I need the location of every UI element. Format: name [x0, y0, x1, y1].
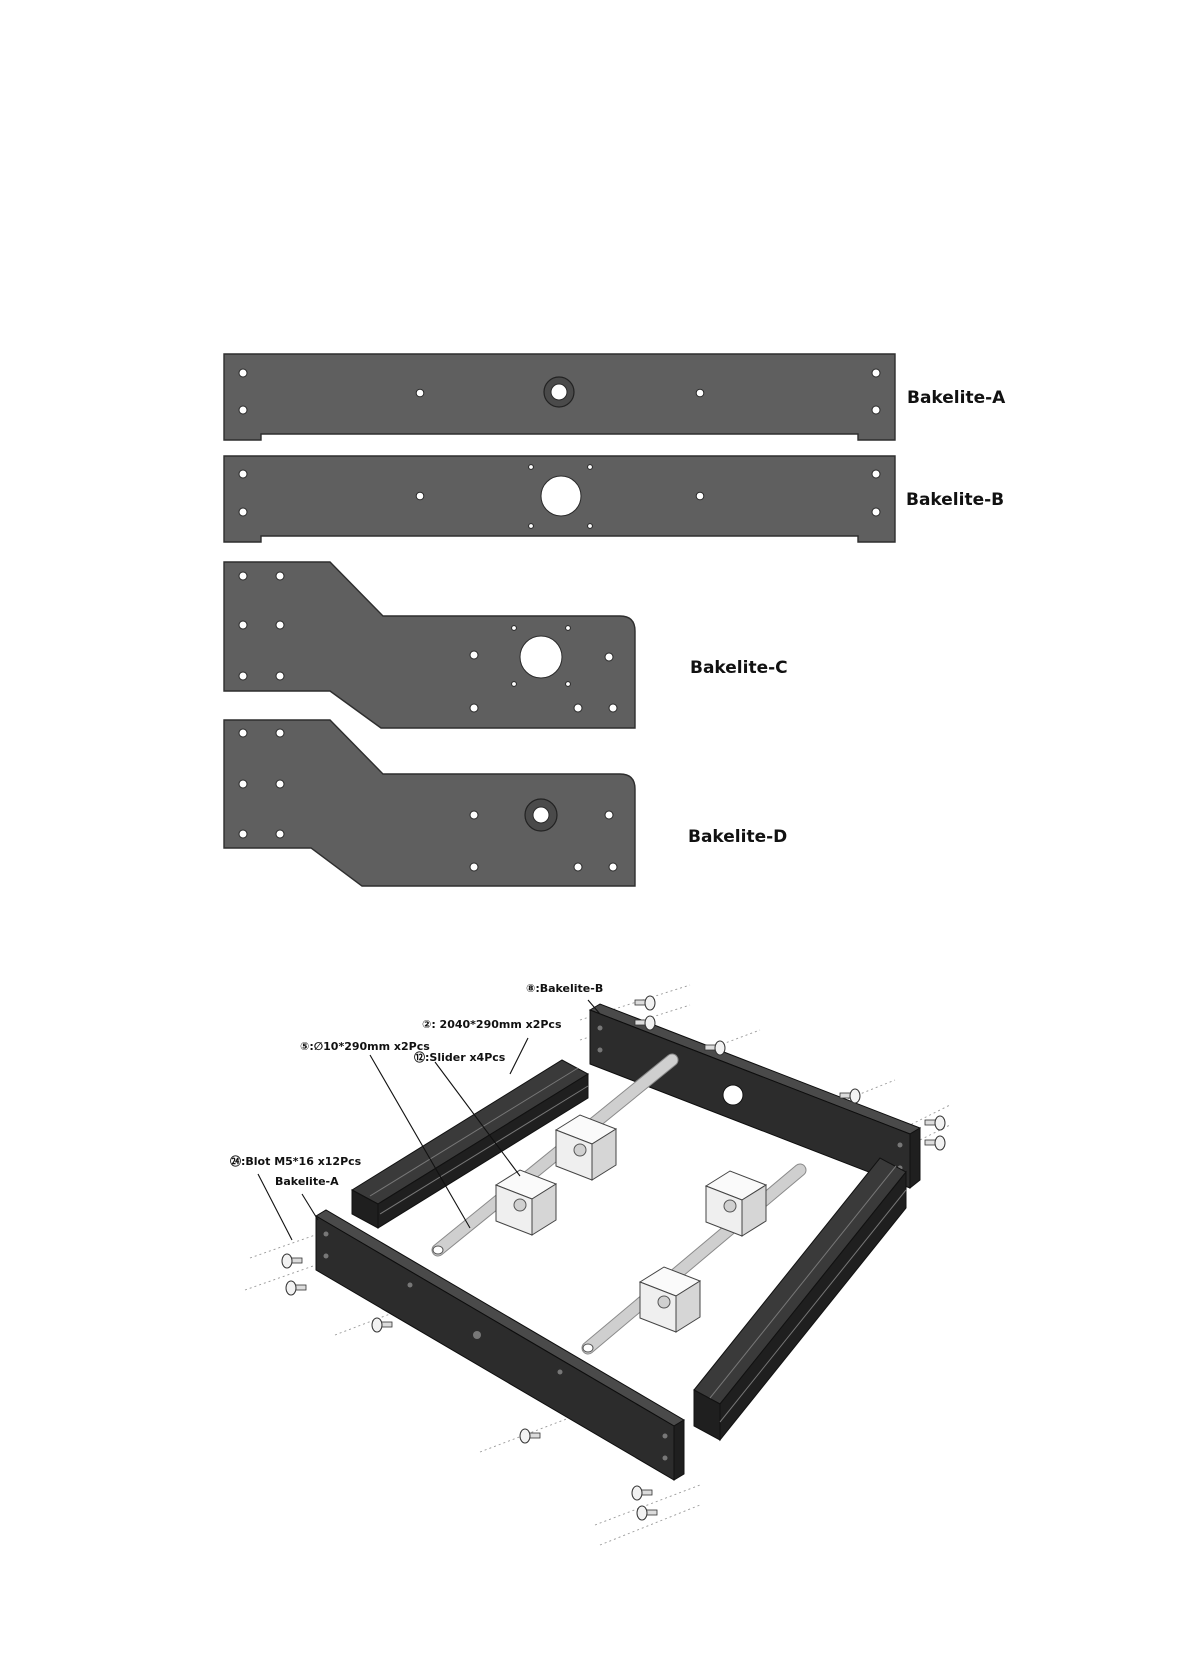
- slider-2: [556, 1115, 616, 1180]
- callout-bakelite-a: Bakelite-A: [275, 1175, 339, 1188]
- plate-label-c: Bakelite-C: [690, 658, 788, 678]
- bolt: [925, 1136, 945, 1150]
- callout-profile: ②: 2040*290mm x2Pcs: [422, 1018, 562, 1031]
- bolt: [635, 996, 655, 1010]
- slider-3: [640, 1267, 700, 1332]
- bolt: [286, 1281, 306, 1295]
- exploded-assembly: [245, 985, 950, 1545]
- plate-bakelite-a: [224, 354, 895, 440]
- callout-slider: ⑫:Slider x4Pcs: [414, 1050, 506, 1064]
- bolt: [520, 1429, 540, 1443]
- front-plate-bakelite-a: [316, 1210, 684, 1480]
- bolt: [632, 1486, 652, 1500]
- plate-label-b: Bakelite-B: [906, 490, 1004, 510]
- bolt: [282, 1254, 302, 1268]
- slider-1: [496, 1170, 556, 1235]
- bolt: [925, 1116, 945, 1130]
- callout-rod: ⑤:∅10*290mm x2Pcs: [300, 1040, 430, 1053]
- slider-4: [706, 1171, 766, 1236]
- plate-label-d: Bakelite-D: [688, 827, 787, 847]
- callout-bolt: ㉔:Blot M5*16 x12Pcs: [230, 1154, 362, 1168]
- bolt: [372, 1318, 392, 1332]
- callout-bakelite-b: ⑧:Bakelite-B: [526, 982, 603, 995]
- plate-bakelite-b: [224, 456, 895, 542]
- bolt: [637, 1506, 657, 1520]
- plate-bakelite-c: [224, 562, 635, 728]
- plate-label-a: Bakelite-A: [907, 388, 1006, 408]
- plate-bakelite-d: [224, 720, 635, 886]
